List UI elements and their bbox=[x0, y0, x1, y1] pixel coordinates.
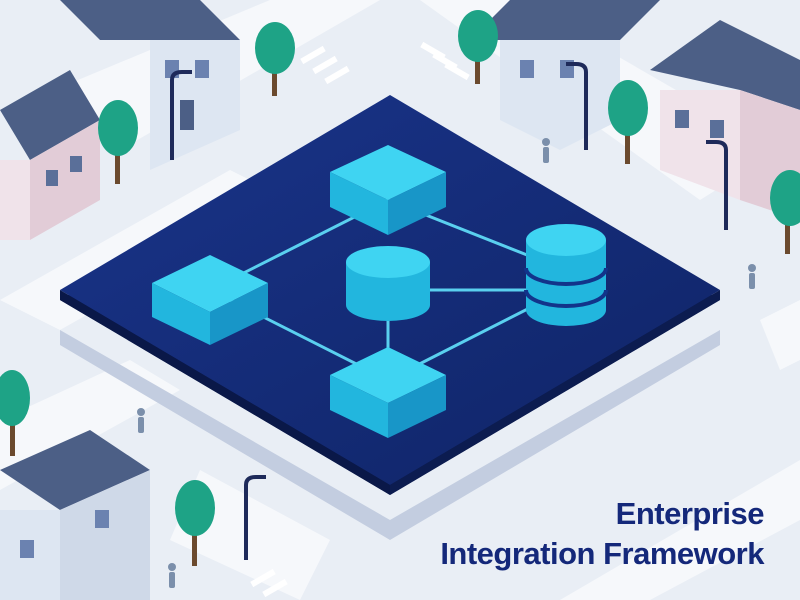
house-icon bbox=[0, 430, 150, 600]
crosswalks bbox=[250, 41, 470, 598]
pedestrian-icon bbox=[542, 138, 550, 163]
street-lamp-icon bbox=[706, 140, 728, 230]
street-lamp-icon bbox=[170, 70, 192, 160]
pedestrian-icon bbox=[137, 408, 145, 433]
pedestrian-icon bbox=[168, 563, 176, 588]
tree-icon bbox=[608, 80, 648, 164]
tree-icon bbox=[98, 100, 138, 184]
tree-icon bbox=[175, 480, 215, 566]
cube-node-icon bbox=[152, 255, 268, 345]
tree-icon bbox=[255, 22, 295, 96]
street-lamp-icon bbox=[566, 62, 588, 150]
street-lamp-icon bbox=[244, 475, 266, 560]
title-block: Enterprise Integration Framework bbox=[344, 494, 764, 574]
cube-node-icon bbox=[330, 347, 446, 438]
tree-icon bbox=[770, 170, 800, 254]
title-line-2: Integration Framework bbox=[440, 536, 764, 571]
title-line-1: Enterprise bbox=[615, 496, 765, 531]
pedestrian-icon bbox=[748, 264, 756, 289]
tree-icon bbox=[458, 10, 498, 84]
stacked-database-icon bbox=[524, 224, 608, 326]
house-icon bbox=[0, 70, 100, 240]
house-icon bbox=[470, 0, 660, 150]
database-node-icon bbox=[346, 246, 430, 321]
tree-icon bbox=[0, 370, 30, 456]
cube-node-icon bbox=[330, 145, 446, 235]
